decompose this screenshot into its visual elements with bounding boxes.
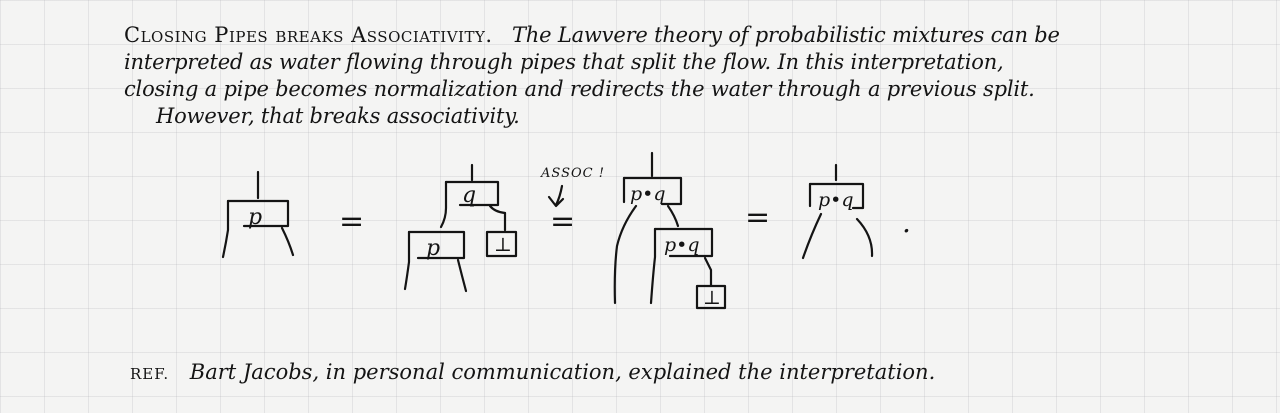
equals-sign-3: = [745, 200, 770, 235]
box-label-p-2: p [426, 236, 440, 261]
diagram-pq-split [801, 163, 874, 260]
diagram-p-split [221, 170, 295, 259]
closed-pipe-symbol-1: ⊥ [494, 234, 512, 256]
assoc-label: ASSOC ! [540, 166, 605, 181]
box-label-q: q [462, 183, 476, 208]
box-label-pq-1: p•q [630, 183, 666, 205]
diagram-q-p-closed [403, 163, 518, 293]
equals-sign-2: = [550, 204, 575, 239]
closed-pipe-symbol-2: ⊥ [703, 287, 721, 309]
section-title: Closing Pipes breaks Associativity. [124, 23, 493, 47]
box-label-pq-2: p•q [664, 234, 700, 256]
box-label-p-1: p [248, 205, 262, 230]
paragraph-line-3: closing a pipe becomes normalization and… [124, 77, 1035, 101]
final-period: . [902, 206, 911, 239]
description-paragraph: Closing Pipes breaks Associativity. The … [124, 22, 1174, 130]
paragraph-line-2: interpreted as water flowing through pip… [124, 50, 1004, 74]
box-label-pq-3: p•q [818, 189, 854, 211]
reference-line: REF. Bart Jacobs, in personal communicat… [130, 360, 1130, 384]
assoc-arrow [547, 184, 565, 208]
paragraph-line-1: Closing Pipes breaks Associativity. The … [124, 22, 1174, 49]
equals-sign-1: = [339, 204, 364, 239]
diagram-assoc-chain [613, 151, 727, 310]
paragraph-line-4: However, that breaks associativity. [156, 104, 520, 128]
reference-text: Bart Jacobs, in personal communication, … [189, 360, 936, 384]
paragraph-text-1: The Lawvere theory of probabilistic mixt… [512, 23, 1060, 47]
reference-label: REF. [130, 365, 170, 383]
